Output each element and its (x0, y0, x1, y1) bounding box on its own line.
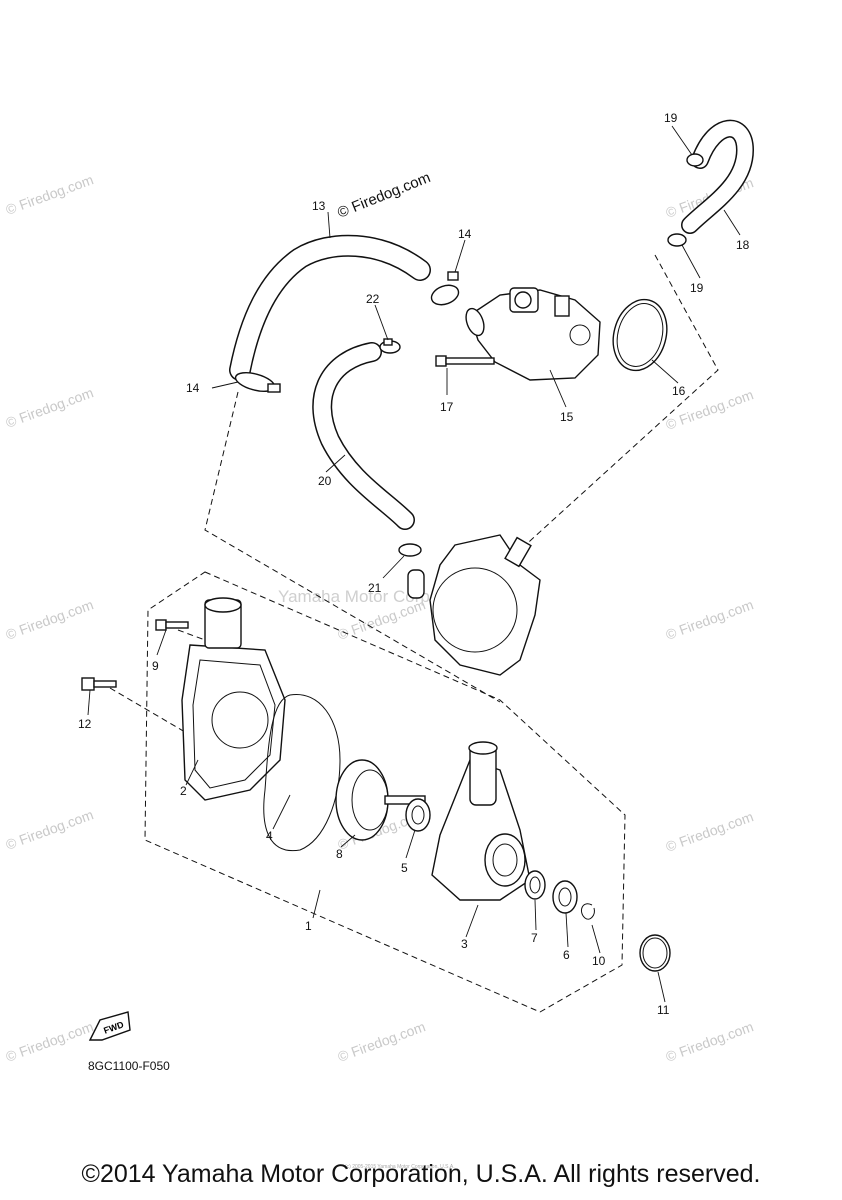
gasket-4 (263, 693, 341, 852)
o-ring-16 (612, 298, 668, 372)
part-label-9: 9 (152, 659, 159, 673)
watermark: © Firedog.com (4, 596, 96, 643)
clamp-14-upper (430, 271, 460, 306)
part-label-14: 14 (186, 381, 200, 395)
seal-5 (405, 798, 431, 832)
clamp-14-lower (234, 371, 281, 393)
watermark: © Firedog.com (4, 1018, 96, 1065)
fwd-arrow-icon: FWD (88, 1011, 131, 1041)
diagram-code: 8GC1100-F050 (88, 1059, 170, 1073)
hose-routing-line (204, 391, 501, 703)
part-label-18: 18 (736, 238, 750, 252)
part-label-10: 10 (592, 954, 606, 968)
part-label-7: 7 (531, 931, 538, 945)
clamp-19-lower (667, 233, 687, 247)
watermark: © Firedog.com (4, 806, 96, 853)
part-label-21: 21 (368, 581, 382, 595)
part-label-19: 19 (664, 111, 678, 125)
bolt-17 (435, 355, 495, 367)
part-label-22: 22 (366, 292, 380, 306)
part-label-16: 16 (672, 384, 686, 398)
watermark: © Firedog.com (664, 596, 756, 643)
watermark: © Firedog.com (664, 808, 756, 855)
pump-housing-3 (431, 741, 531, 901)
o-ring-11 (639, 934, 671, 972)
part-labels: 13 14 14 22 17 15 16 19 19 18 20 21 9 12… (78, 111, 750, 1017)
part-label-11: 11 (657, 1003, 670, 1017)
bolt-9 (155, 619, 189, 631)
watermark: © Firedog.com (4, 384, 96, 431)
thermostat-housing-15 (465, 287, 601, 381)
part-label-4: 4 (266, 829, 273, 843)
leader-lines (87, 125, 741, 1003)
bolt-axis-line (109, 687, 186, 733)
impeller-8 (335, 759, 426, 841)
hose-routing-line (519, 254, 719, 551)
bolt-12 (81, 677, 117, 691)
part-label-8: 8 (336, 847, 343, 861)
part-label-12: 12 (78, 717, 92, 731)
part-label-19: 19 (690, 281, 704, 295)
circlip-10 (581, 903, 595, 920)
water-outlet-housing (407, 534, 541, 676)
bolt-axis-line (177, 629, 206, 641)
part-label-15: 15 (560, 410, 574, 424)
part-label-5: 5 (401, 861, 408, 875)
watermark: © Firedog.com (4, 171, 96, 218)
part-label-20: 20 (318, 474, 332, 488)
watermark: © Firedog.com (664, 1018, 756, 1065)
bearing-6 (552, 880, 578, 914)
footer-copyright: ©2014 Yamaha Motor Corporation, U.S.A. A… (81, 1160, 761, 1188)
clamp-19-upper (686, 153, 704, 167)
watermark: © Firedog.com (336, 1018, 428, 1065)
watermark-dark: © Firedog.com (335, 169, 433, 222)
small-copyright: (c) 2005-2015 Yamaha Motor Corporation, … (345, 1164, 455, 1170)
clamp-21 (398, 543, 422, 557)
clamp-22 (379, 338, 401, 354)
part-label-2: 2 (180, 784, 187, 798)
part-label-1: 1 (305, 919, 312, 933)
part-label-6: 6 (563, 948, 570, 962)
bearing-7 (524, 870, 546, 900)
part-label-13: 13 (312, 199, 326, 213)
part-label-14: 14 (458, 227, 472, 241)
part-label-3: 3 (461, 937, 468, 951)
part-label-17: 17 (440, 400, 454, 414)
pump-cover-2 (181, 597, 286, 801)
